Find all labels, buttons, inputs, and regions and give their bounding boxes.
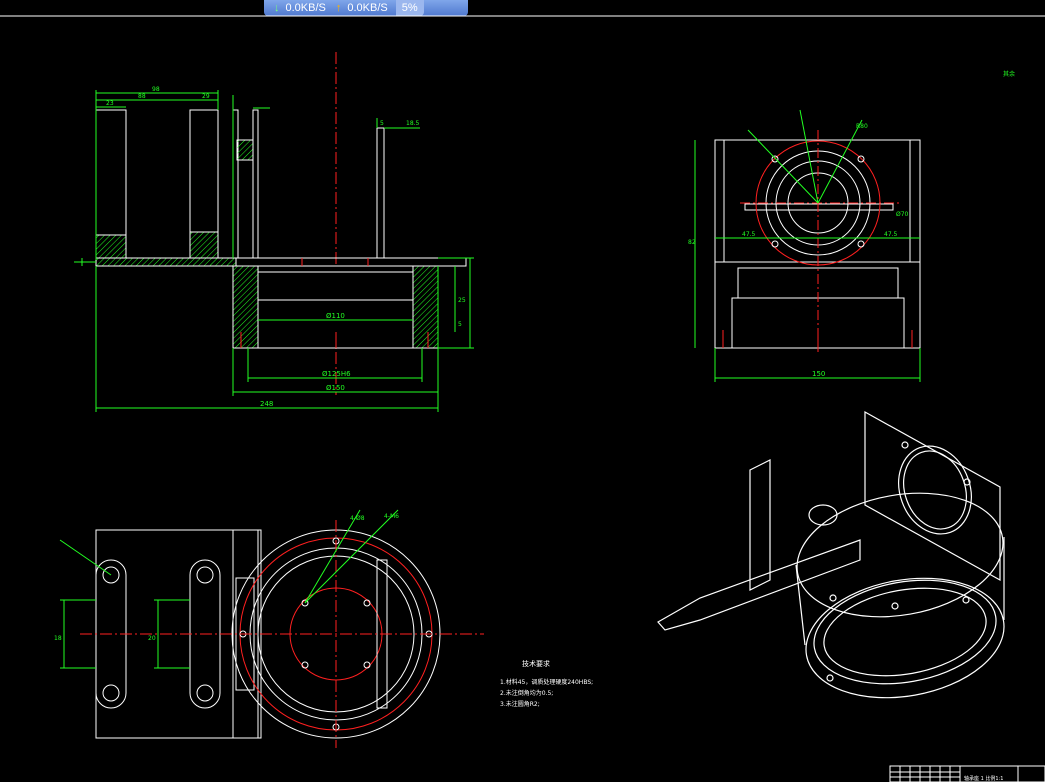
download-speed: 0.0KB/S — [285, 2, 326, 14]
tech-line-3: 3.未注圆角R2; — [500, 700, 540, 708]
dim-d150: Ø150 — [326, 384, 345, 392]
cpu-usage: 5% — [395, 0, 424, 16]
corner-note: 其余 — [1003, 70, 1015, 78]
network-speed-bar: ↓ 0.0KB/S ↑ 0.0KB/S 5% — [264, 0, 468, 16]
dim-side-left: 47.5 — [742, 231, 756, 238]
dim-overall-width: 248 — [260, 400, 273, 408]
dim-d110: Ø110 — [326, 312, 345, 320]
title-block-text: 轴承座 1 比例1:1 — [964, 775, 1003, 782]
download-arrow-icon: ↓ — [274, 2, 280, 14]
dim-slot2: 20 — [148, 635, 156, 642]
front-dimensions — [74, 90, 474, 412]
tech-line-1: 1.材料45，调质处理硬度240HBS; — [500, 678, 593, 686]
dim-callout2: 4-M6 — [384, 513, 399, 520]
dim-callout1: 4-Ø8 — [350, 515, 365, 522]
top-dimensions — [59, 509, 399, 669]
tech-line-2: 2.未注倒角均为0.5; — [500, 689, 553, 697]
side-view — [714, 130, 921, 352]
dim-side-right: 47.5 — [884, 231, 898, 238]
tech-title: 技术要求 — [522, 659, 550, 668]
dim-slot1: 18 — [54, 635, 62, 642]
dim-top2: 88 — [138, 93, 146, 100]
dim-right2: 5 — [458, 321, 462, 328]
dim-side-height: 82 — [688, 239, 696, 246]
upload-arrow-icon: ↑ — [335, 2, 342, 14]
side-dimensions — [694, 109, 921, 382]
top-plan-view — [80, 520, 484, 748]
dim-top1: 98 — [152, 86, 160, 93]
dim-side-width: 150 — [812, 370, 825, 378]
dim-small2: 18.5 — [406, 120, 420, 127]
dim-small1: 5 — [380, 120, 384, 127]
title-block — [889, 765, 1045, 782]
dim-right1: 25 — [458, 297, 466, 304]
upload-speed: 0.0KB/S — [347, 2, 388, 14]
dim-side-r2: Ø70 — [896, 211, 909, 218]
tech-requirements: 技术要求 1.材料45，调质处理硬度240HBS; 2.未注倒角均为0.5; 3… — [500, 659, 593, 708]
front-section-view — [95, 52, 467, 395]
dim-d125: Ø125H6 — [322, 370, 351, 378]
isometric-view — [657, 410, 1005, 699]
dim-top3: 23 — [106, 100, 114, 107]
dim-side-r1: R80 — [856, 123, 868, 130]
dim-top4: 29 — [202, 93, 210, 100]
